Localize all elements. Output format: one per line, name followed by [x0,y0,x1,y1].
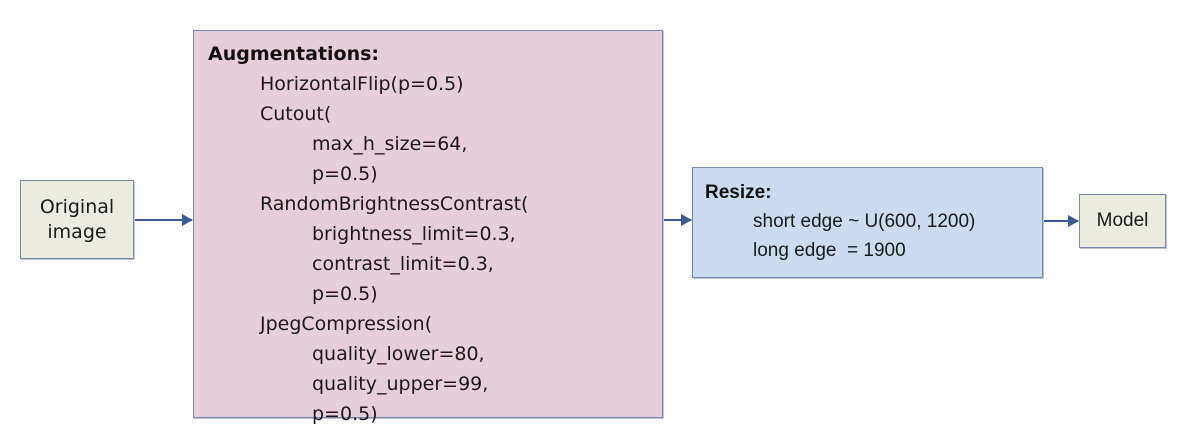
node-original-image[interactable]: Original image [20,180,134,259]
resize-short-edge-line: short edge ~ U(600, 1200) [753,211,976,232]
augmentation-line: quality_upper=99, [312,373,489,395]
augmentation-line: max_h_size=64, [312,133,468,155]
augmentations-line-list: HorizontalFlip(p=0.5) Cutout( max_h_size=6… [208,69,662,429]
augmentation-line: p=0.5) [312,163,378,185]
arrow-resize-to-model [1044,220,1078,222]
resize-title: Resize: [705,182,772,203]
resize-long-edge-line: long edge = 1900 [753,240,906,261]
augmentation-line: contrast_limit=0.3, [312,253,494,275]
arrow-augmentations-to-resize [664,219,691,221]
augmentation-line: p=0.5) [312,283,378,305]
augmentation-line: JpegCompression( [260,313,433,335]
node-model-label: Model [1096,210,1149,231]
augmentation-line: Cutout( [260,103,332,125]
augmentation-line: p=0.5) [312,403,378,425]
augmentation-line: RandomBrightnessContrast( [260,193,529,215]
augmentation-line: quality_lower=80, [312,343,485,365]
arrow-original-to-augmentations [135,219,192,221]
node-augmentations[interactable]: Augmentations: HorizontalFlip(p=0.5) Cuto… [193,30,663,425]
node-resize[interactable]: Resize: short edge ~ U(600, 1200) long e… [692,167,1043,278]
node-model[interactable]: Model [1079,194,1166,248]
node-original-image-label: Original image [39,195,115,243]
augmentation-line: HorizontalFlip(p=0.5) [260,73,464,95]
augmentations-title: Augmentations: [208,43,380,65]
augmentation-line: brightness_limit=0.3, [312,223,516,245]
